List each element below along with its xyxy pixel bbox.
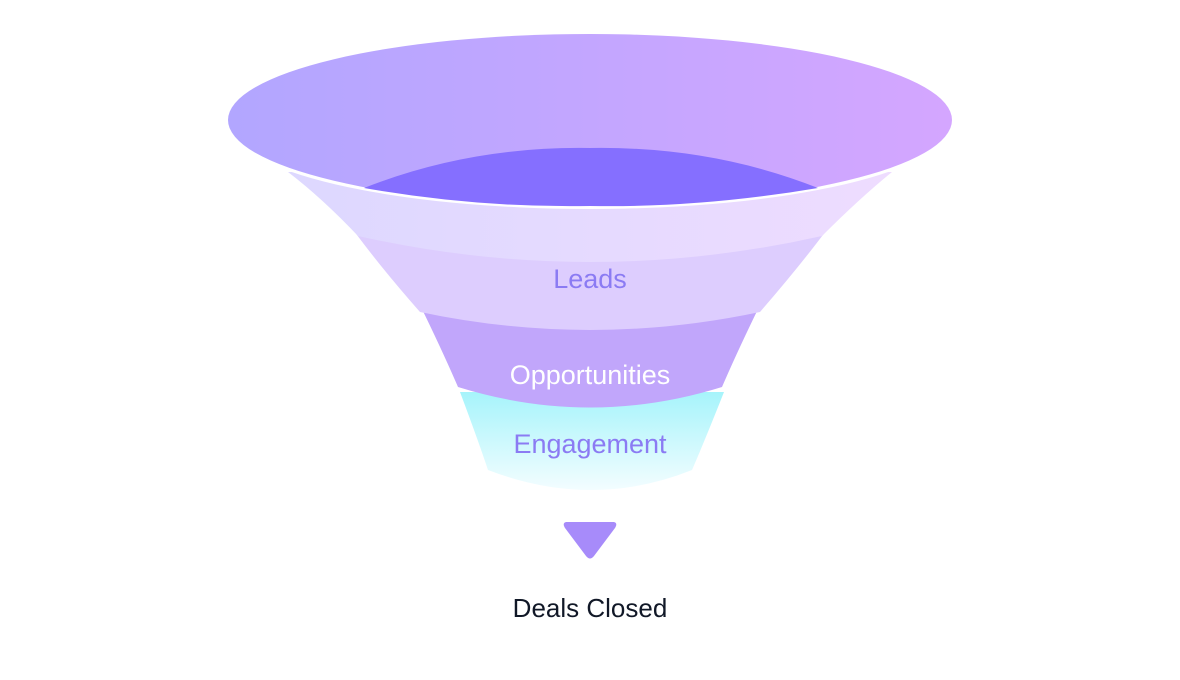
stage-label-opportunities: Opportunities [510, 360, 671, 390]
stage-label-engagement: Engagement [513, 429, 667, 459]
deals-closed-label: Deals Closed [513, 593, 668, 623]
down-triangle-icon [563, 522, 617, 559]
opportunities-segment [420, 305, 760, 408]
funnel-inner-opening [364, 147, 818, 207]
funnel-rim [228, 34, 952, 206]
stage-label-leads: Leads [553, 264, 627, 294]
engagement-segment [460, 392, 724, 490]
